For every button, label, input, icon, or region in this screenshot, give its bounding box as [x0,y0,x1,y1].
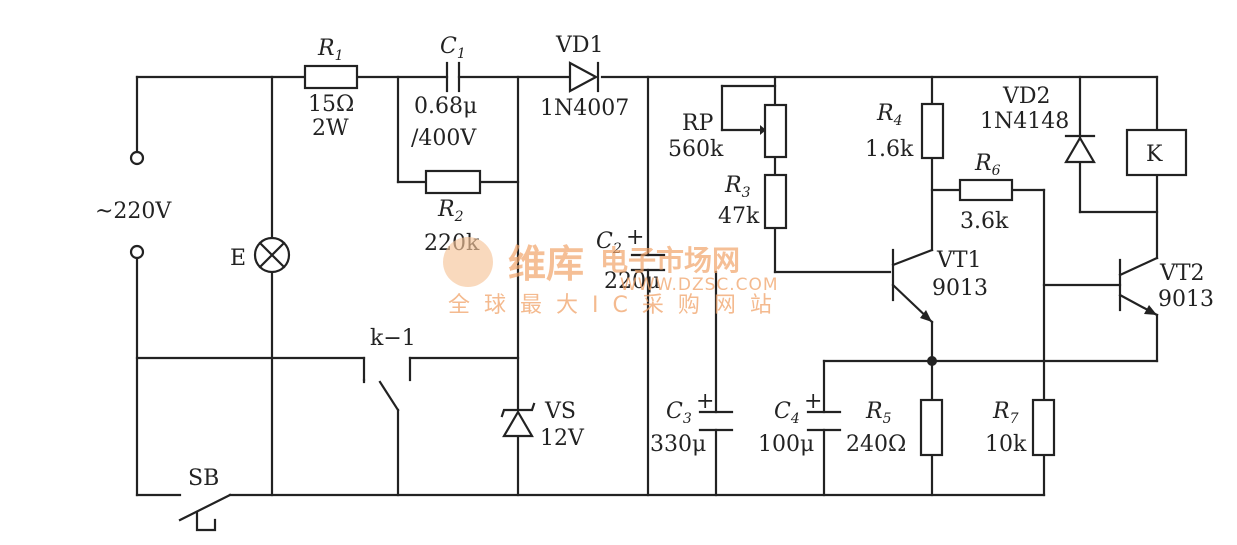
relay-coil-k [1125,128,1188,177]
resistor-r5 [919,398,944,457]
terminal-bottom [129,244,145,260]
watermark-tagline: 电子市场网 [600,244,740,277]
r7-label: R7 [992,399,1019,427]
vs-label: VS [544,399,576,424]
vd1-label: VD1 [555,33,604,58]
terminal-top [129,150,145,166]
watermark-slogan: 全球最大IC采购网站 [448,293,786,318]
k1-label: k−1 [370,326,416,351]
r3-value: 47k [718,204,760,229]
c4-value: 100μ [758,432,814,457]
pushbutton-sb [178,493,232,532]
resistor-r1 [303,64,359,90]
r7-value: 10k [985,432,1027,457]
c1-label: C1 [440,34,466,62]
rp-label: RP [682,111,714,136]
vt1-part: 9013 [932,276,988,301]
r4-label: R4 [876,101,903,129]
diode-vd1 [568,61,599,93]
e-label: E [230,246,246,271]
vt1-label: VT1 [936,248,982,273]
resistor-r4 [920,102,945,160]
zener-vs [500,402,536,438]
sb-label: SB [188,466,219,491]
rp-value: 560k [668,137,724,162]
resistor-r6 [958,178,1014,202]
k-label: K [1146,142,1163,167]
watermark-brand: 维库 [508,242,584,286]
c2-label: C2 [596,229,622,257]
transistor-vt2 [1118,256,1159,317]
supply-label: ~220V [95,199,172,224]
vd2-part: 1N4148 [980,109,1069,134]
c3-plus: + [696,389,714,414]
vd1-part: 1N4007 [540,96,629,121]
r2-label: R2 [437,197,464,225]
c4-label: C4 [774,399,800,427]
c1-rating: /400V [411,126,477,151]
resistor-r7 [1031,398,1056,457]
watermark-url: WWW.DZSC.COM [620,275,779,295]
r6-value: 3.6k [960,209,1009,234]
watermark-logo-icon [443,237,493,287]
resistor-r2 [424,169,482,195]
c2-value: 220μ [604,269,660,294]
watermark: 维库 电子市场网 WWW.DZSC.COM 全球最大IC采购网站 [443,237,786,318]
r6-label: R6 [974,151,1001,179]
c3-label: C3 [666,399,692,427]
c2-plus: + [626,225,644,250]
vs-value: 12V [540,426,585,451]
r4-value: 1.6k [865,137,914,162]
resistor-r3 [763,173,788,230]
r1-value: 15Ω [308,92,354,117]
wires [135,75,1159,497]
c3-value: 330μ [650,432,706,457]
r5-value: 240Ω [846,432,906,457]
r1-rating: 2W [312,116,349,141]
r1-label: R1 [317,36,344,64]
transistor-vt1 [891,248,934,324]
junction-dot [927,356,937,366]
vd2-label: VD2 [1002,84,1051,109]
relay-contact-k1 [362,378,400,412]
vt2-part: 9013 [1158,287,1214,312]
vt2-label: VT2 [1159,261,1205,286]
lamp-e [253,236,291,274]
r3-label: R3 [724,173,751,201]
c4-plus: + [804,389,822,414]
r5-label: R5 [865,399,892,427]
potentiometer-rp [763,103,788,159]
diode-vd2 [1064,135,1096,164]
c1-value: 0.68μ [414,94,477,119]
